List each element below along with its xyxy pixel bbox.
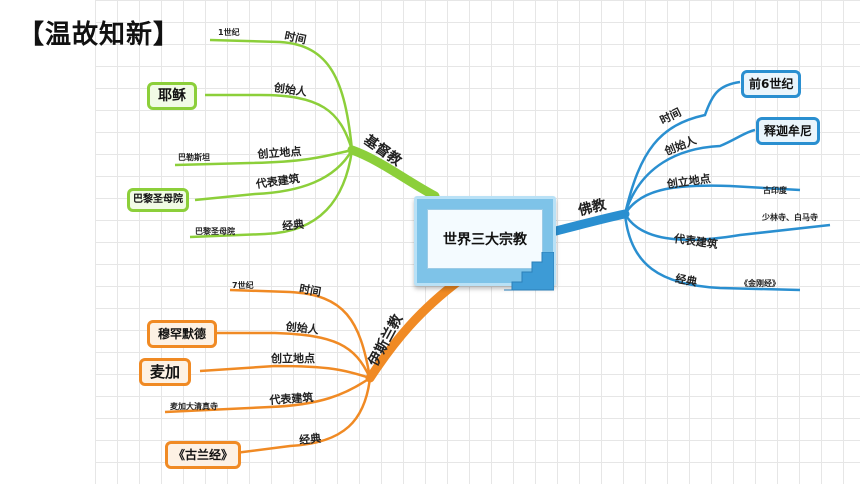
islam-place-branch	[199, 364, 371, 380]
islam-building-branch	[164, 376, 371, 414]
christianity-founder-value: 耶稣	[147, 82, 197, 110]
christianity-building-value: 巴黎圣母院	[127, 188, 189, 212]
islam-founder-label: 创始人	[285, 320, 320, 337]
buddhism-place-value: 古印度	[763, 186, 787, 195]
christianity-founder-branch	[205, 93, 354, 151]
page-title: 【温故知新】	[18, 20, 181, 50]
christianity-time-branch	[209, 38, 354, 151]
islam-time-branch	[229, 288, 372, 379]
buddhism-scripture-branch	[623, 213, 801, 292]
christianity-trunk	[347, 145, 440, 201]
buddhism-founder-value: 释迦牟尼	[756, 117, 821, 145]
buddhism-time-value: 前6世纪	[741, 70, 802, 98]
christianity-scripture-branch	[189, 149, 354, 239]
buddhism-place-branch	[623, 184, 801, 215]
christianity-time-value: 1世纪	[218, 28, 240, 37]
islam-place-label: 创立地点	[271, 352, 315, 365]
christianity-place-label: 创立地点	[257, 144, 302, 162]
islam-place-value: 麦加	[139, 358, 192, 386]
christianity-place-branch	[174, 148, 353, 167]
buddhism-time-branch	[623, 80, 741, 215]
center-node: 世界三大宗教	[414, 196, 556, 286]
christianity-building-branch	[194, 149, 354, 202]
islam-building-value: 麦加大清真寺	[170, 402, 218, 411]
stairs-icon	[504, 252, 554, 291]
buddhism-building-branch	[623, 213, 831, 242]
christianity-scripture-label: 经典	[281, 217, 305, 234]
islam-time-value: 7世纪	[232, 281, 254, 290]
islam-founder-value: 穆罕默德	[147, 320, 218, 348]
buddhism-scripture-value: 《金刚经》	[740, 279, 780, 288]
islam-building-label: 代表建筑	[269, 390, 314, 408]
christianity-scripture-value: 巴黎圣母院	[195, 227, 235, 236]
islam-scripture-branch	[234, 377, 372, 455]
islam-scripture-value: 《古兰经》	[165, 441, 242, 469]
islam-founder-branch	[215, 331, 372, 379]
center-label: 世界三大宗教	[427, 209, 543, 269]
buddhism-trunk	[547, 209, 630, 237]
islam-trunk	[365, 275, 465, 383]
islam-scripture-label: 经典	[298, 431, 322, 448]
buddhism-founder-branch	[623, 128, 756, 215]
buddhism-building-value: 少林寺、白马寺	[762, 213, 818, 222]
christianity-place-value: 巴勒斯坦	[178, 153, 210, 162]
